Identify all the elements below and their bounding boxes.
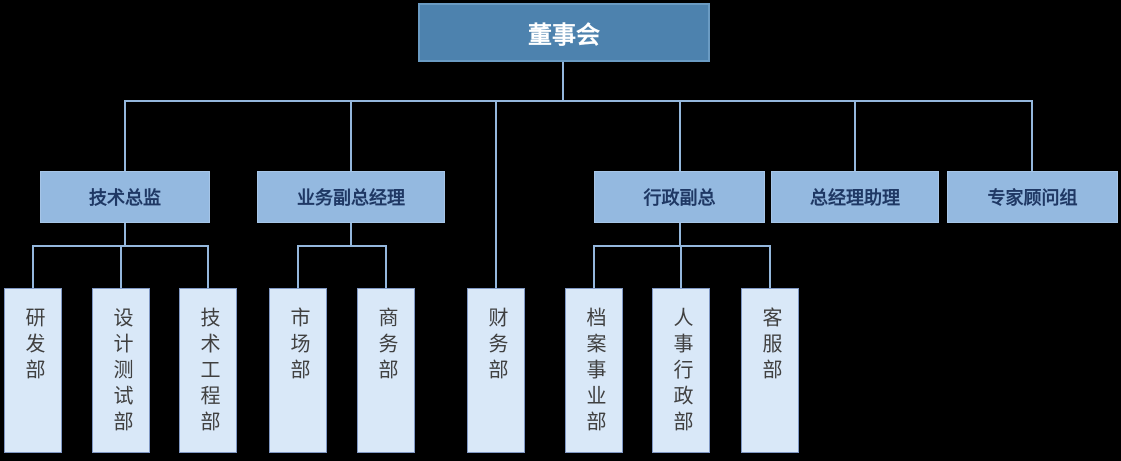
node-tech-director-label: 技术总监 bbox=[89, 188, 161, 208]
connector-drop-business-dept bbox=[385, 245, 387, 288]
node-board-of-directors-label: 董事会 bbox=[528, 22, 600, 49]
node-archives-dept: 档案事业部 bbox=[565, 288, 623, 453]
node-hr-admin-dept: 人事行政部 bbox=[652, 288, 710, 453]
connector-business-vp-bus bbox=[297, 245, 387, 247]
node-business-dept: 商务部 bbox=[357, 288, 415, 453]
connector-admin-vp-stem bbox=[679, 223, 681, 245]
connector-business-vp-stem bbox=[350, 223, 352, 245]
connector-drop-admin-vp bbox=[679, 100, 681, 171]
node-design-test-dept: 设计测试部 bbox=[92, 288, 150, 453]
connector-main-bus bbox=[124, 100, 1033, 102]
connector-root-drop bbox=[562, 62, 564, 100]
node-business-vp-label: 业务副总经理 bbox=[297, 188, 405, 208]
node-admin-vp-label: 行政副总 bbox=[643, 188, 716, 208]
connector-drop-expert-group bbox=[1031, 100, 1033, 171]
connector-drop-hr-admin-dept bbox=[680, 245, 682, 288]
node-finance-dept: 财务部 bbox=[467, 288, 525, 453]
connector-drop-customer-service-dept bbox=[769, 245, 771, 288]
node-gm-assistant-label: 总经理助理 bbox=[810, 188, 900, 208]
node-board-of-directors: 董事会 bbox=[418, 3, 710, 62]
connector-drop-rd-dept bbox=[32, 245, 34, 288]
connector-drop-gm-assistant bbox=[854, 100, 856, 171]
node-expert-group: 专家顾问组 bbox=[947, 171, 1118, 223]
connector-drop-tech-eng-dept bbox=[207, 245, 209, 288]
node-customer-service-dept: 客服部 bbox=[741, 288, 799, 453]
connector-admin-vp-bus bbox=[593, 245, 771, 247]
node-business-vp: 业务副总经理 bbox=[257, 171, 445, 223]
node-expert-group-label: 专家顾问组 bbox=[987, 188, 1078, 208]
connector-drop-finance-dept bbox=[495, 100, 497, 288]
connector-tech-director-stem bbox=[124, 223, 126, 245]
node-tech-director: 技术总监 bbox=[40, 171, 210, 223]
node-gm-assistant: 总经理助理 bbox=[771, 171, 939, 223]
connector-drop-design-test-dept bbox=[120, 245, 122, 288]
connector-drop-marketing-dept bbox=[297, 245, 299, 288]
node-marketing-dept: 市场部 bbox=[269, 288, 327, 453]
node-rd-dept: 研发部 bbox=[4, 288, 62, 453]
connector-drop-archives-dept bbox=[593, 245, 595, 288]
node-admin-vp: 行政副总 bbox=[594, 171, 765, 223]
connector-drop-business-vp bbox=[350, 100, 352, 171]
connector-drop-tech-director bbox=[124, 100, 126, 171]
node-tech-eng-dept: 技术工程部 bbox=[179, 288, 237, 453]
